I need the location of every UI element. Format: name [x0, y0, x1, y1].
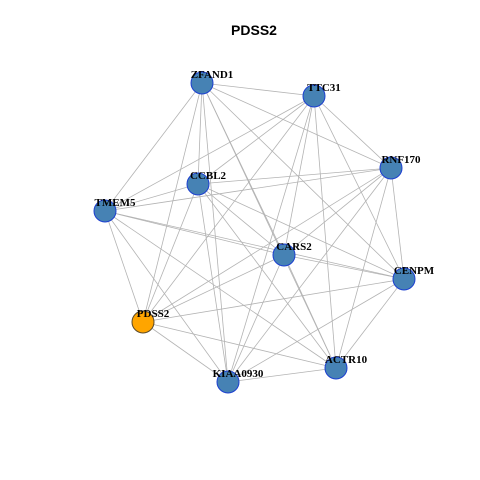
- edge-rnf170-cenpm: [390, 167, 405, 280]
- edge-actr10-kiaa0930: [227, 367, 337, 383]
- edge-cars2-pdss2: [142, 254, 285, 323]
- node-label-tmem5: TMEM5: [95, 197, 136, 209]
- edge-ccbl2-actr10: [197, 183, 337, 369]
- edge-ttc31-rnf170: [313, 95, 392, 169]
- edge-zfand1-pdss2: [142, 82, 203, 323]
- diagram-title: PDSS2: [231, 22, 277, 38]
- edge-ccbl2-cenpm: [197, 183, 405, 280]
- edge-cars2-kiaa0930: [227, 254, 285, 383]
- node-tmem5: [93, 199, 117, 223]
- node-pdss2: [131, 310, 155, 334]
- edge-cenpm-kiaa0930: [227, 278, 405, 383]
- node-cenpm: [392, 267, 416, 291]
- node-label-kiaa0930: KIAA0930: [213, 368, 264, 380]
- edge-pdss2-kiaa0930: [142, 321, 229, 383]
- edge-rnf170-actr10: [335, 167, 392, 369]
- edge-rnf170-pdss2: [142, 167, 392, 323]
- edge-tmem5-cenpm: [104, 210, 405, 280]
- edge-zfand1-ccbl2: [197, 82, 203, 185]
- edge-ccbl2-kiaa0930: [197, 183, 229, 383]
- node-kiaa0930: [216, 370, 240, 394]
- edge-cenpm-pdss2: [142, 278, 405, 323]
- edge-cars2-actr10: [283, 254, 337, 369]
- edge-cenpm-actr10: [335, 278, 405, 369]
- node-rnf170: [379, 156, 403, 180]
- node-label-ccbl2: CCBL2: [190, 170, 227, 182]
- node-label-cars2: CARS2: [276, 241, 312, 253]
- node-label-actr10: ACTR10: [325, 354, 368, 366]
- edge-tmem5-kiaa0930: [104, 210, 229, 383]
- node-ttc31: [302, 84, 326, 108]
- edge-tmem5-cars2: [104, 210, 285, 256]
- node-actr10: [324, 356, 348, 380]
- edge-tmem5-pdss2: [104, 210, 144, 323]
- edge-pdss2-actr10: [142, 321, 337, 369]
- edge-rnf170-ccbl2: [197, 167, 392, 185]
- edge-rnf170-tmem5: [104, 167, 392, 212]
- nodes-layer: [93, 71, 416, 394]
- node-label-pdss2: PDSS2: [137, 308, 170, 320]
- edge-zfand1-ttc31: [201, 82, 315, 97]
- edge-tmem5-actr10: [104, 210, 337, 369]
- edge-ttc31-kiaa0930: [227, 95, 315, 383]
- edge-ccbl2-pdss2: [142, 183, 199, 323]
- edge-ttc31-actr10: [313, 95, 337, 369]
- edge-ttc31-tmem5: [104, 95, 315, 212]
- edge-ttc31-ccbl2: [197, 95, 315, 185]
- edge-zfand1-kiaa0930: [201, 82, 229, 383]
- edge-ccbl2-cars2: [197, 183, 285, 256]
- node-label-ttc31: TTC31: [307, 82, 341, 94]
- edge-zfand1-tmem5: [104, 82, 203, 212]
- edge-rnf170-cars2: [283, 167, 392, 256]
- node-label-rnf170: RNF170: [381, 154, 421, 166]
- edge-cars2-cenpm: [283, 254, 405, 280]
- edge-rnf170-kiaa0930: [227, 167, 392, 383]
- node-label-zfand1: ZFAND1: [191, 69, 234, 81]
- node-label-cenpm: CENPM: [394, 265, 435, 277]
- node-zfand1: [190, 71, 214, 95]
- edge-zfand1-actr10: [201, 82, 337, 369]
- edges-layer: [104, 82, 405, 383]
- node-ccbl2: [186, 172, 210, 196]
- node-cars2: [272, 243, 296, 267]
- edge-ccbl2-tmem5: [104, 183, 199, 212]
- edge-zfand1-rnf170: [201, 82, 392, 169]
